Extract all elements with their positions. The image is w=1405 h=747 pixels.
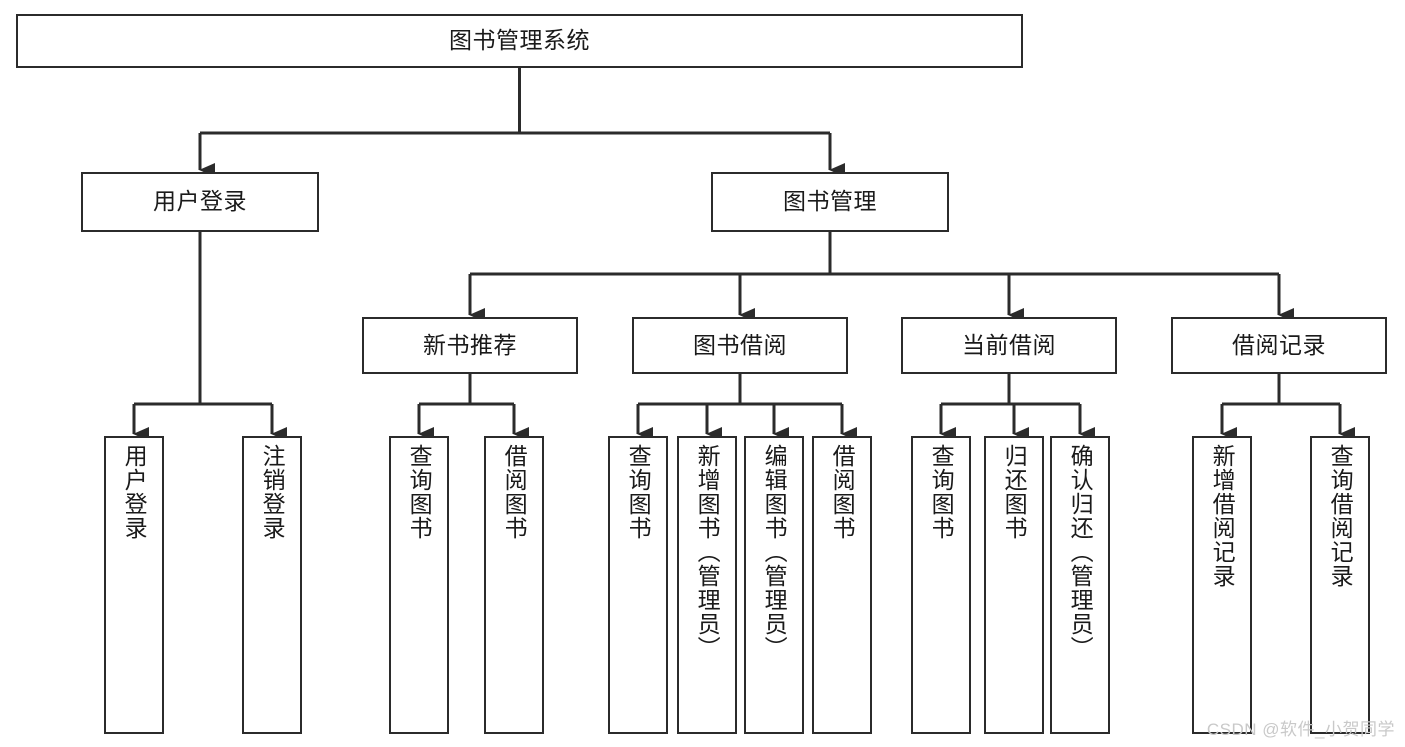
node-leaf_query_record[interactable]: 查询借阅记录 bbox=[1310, 436, 1370, 734]
csdn-watermark: CSDN @软件_小贺同学 bbox=[1206, 720, 1395, 739]
node-label-leaf_query_book_3: 查询图书 bbox=[928, 444, 955, 540]
node-label-leaf_borrow_book_1: 借阅图书 bbox=[501, 444, 528, 540]
node-leaf_borrow_book_1[interactable]: 借阅图书 bbox=[484, 436, 544, 734]
node-label-leaf_query_record: 查询借阅记录 bbox=[1327, 444, 1354, 588]
node-label-user_login: 用户登录 bbox=[153, 188, 247, 215]
node-label-new_book_rec: 新书推荐 bbox=[423, 331, 517, 358]
node-label-root: 图书管理系统 bbox=[449, 27, 590, 54]
node-root[interactable]: 图书管理系统 bbox=[16, 14, 1023, 68]
node-leaf_edit_book[interactable]: 编辑图书（管理员） bbox=[744, 436, 804, 734]
node-leaf_borrow_book_2[interactable]: 借阅图书 bbox=[812, 436, 872, 734]
node-label-current_borrow: 当前借阅 bbox=[962, 331, 1056, 358]
node-label-book_borrow: 图书借阅 bbox=[693, 331, 787, 358]
node-leaf_return_book[interactable]: 归还图书 bbox=[984, 436, 1044, 734]
node-leaf_query_book_1[interactable]: 查询图书 bbox=[389, 436, 449, 734]
node-label-leaf_query_book_1: 查询图书 bbox=[406, 444, 433, 540]
node-label-leaf_add_record: 新增借阅记录 bbox=[1209, 444, 1236, 588]
node-label-leaf_query_book_2: 查询图书 bbox=[625, 444, 652, 540]
node-leaf_user_logout[interactable]: 注销登录 bbox=[242, 436, 302, 734]
node-leaf_add_book[interactable]: 新增图书（管理员） bbox=[677, 436, 737, 734]
node-leaf_query_book_2[interactable]: 查询图书 bbox=[608, 436, 668, 734]
node-label-leaf_borrow_book_2: 借阅图书 bbox=[829, 444, 856, 540]
node-label-book_manage: 图书管理 bbox=[783, 188, 877, 215]
node-user_login[interactable]: 用户登录 bbox=[81, 172, 319, 232]
node-label-leaf_edit_book: 编辑图书（管理员） bbox=[761, 444, 788, 660]
node-leaf_add_record[interactable]: 新增借阅记录 bbox=[1192, 436, 1252, 734]
node-leaf_user_login[interactable]: 用户登录 bbox=[104, 436, 164, 734]
node-current_borrow[interactable]: 当前借阅 bbox=[901, 317, 1117, 374]
node-label-borrow_record: 借阅记录 bbox=[1232, 331, 1326, 358]
node-book_manage[interactable]: 图书管理 bbox=[711, 172, 949, 232]
node-leaf_query_book_3[interactable]: 查询图书 bbox=[911, 436, 971, 734]
node-book_borrow[interactable]: 图书借阅 bbox=[632, 317, 848, 374]
node-label-leaf_confirm_return: 确认归还（管理员） bbox=[1067, 444, 1094, 660]
node-label-leaf_user_login: 用户登录 bbox=[121, 444, 148, 540]
node-leaf_confirm_return[interactable]: 确认归还（管理员） bbox=[1050, 436, 1110, 734]
node-label-leaf_user_logout: 注销登录 bbox=[259, 444, 286, 540]
node-new_book_rec[interactable]: 新书推荐 bbox=[362, 317, 578, 374]
node-label-leaf_add_book: 新增图书（管理员） bbox=[694, 444, 721, 660]
node-borrow_record[interactable]: 借阅记录 bbox=[1171, 317, 1387, 374]
node-label-leaf_return_book: 归还图书 bbox=[1001, 444, 1028, 540]
